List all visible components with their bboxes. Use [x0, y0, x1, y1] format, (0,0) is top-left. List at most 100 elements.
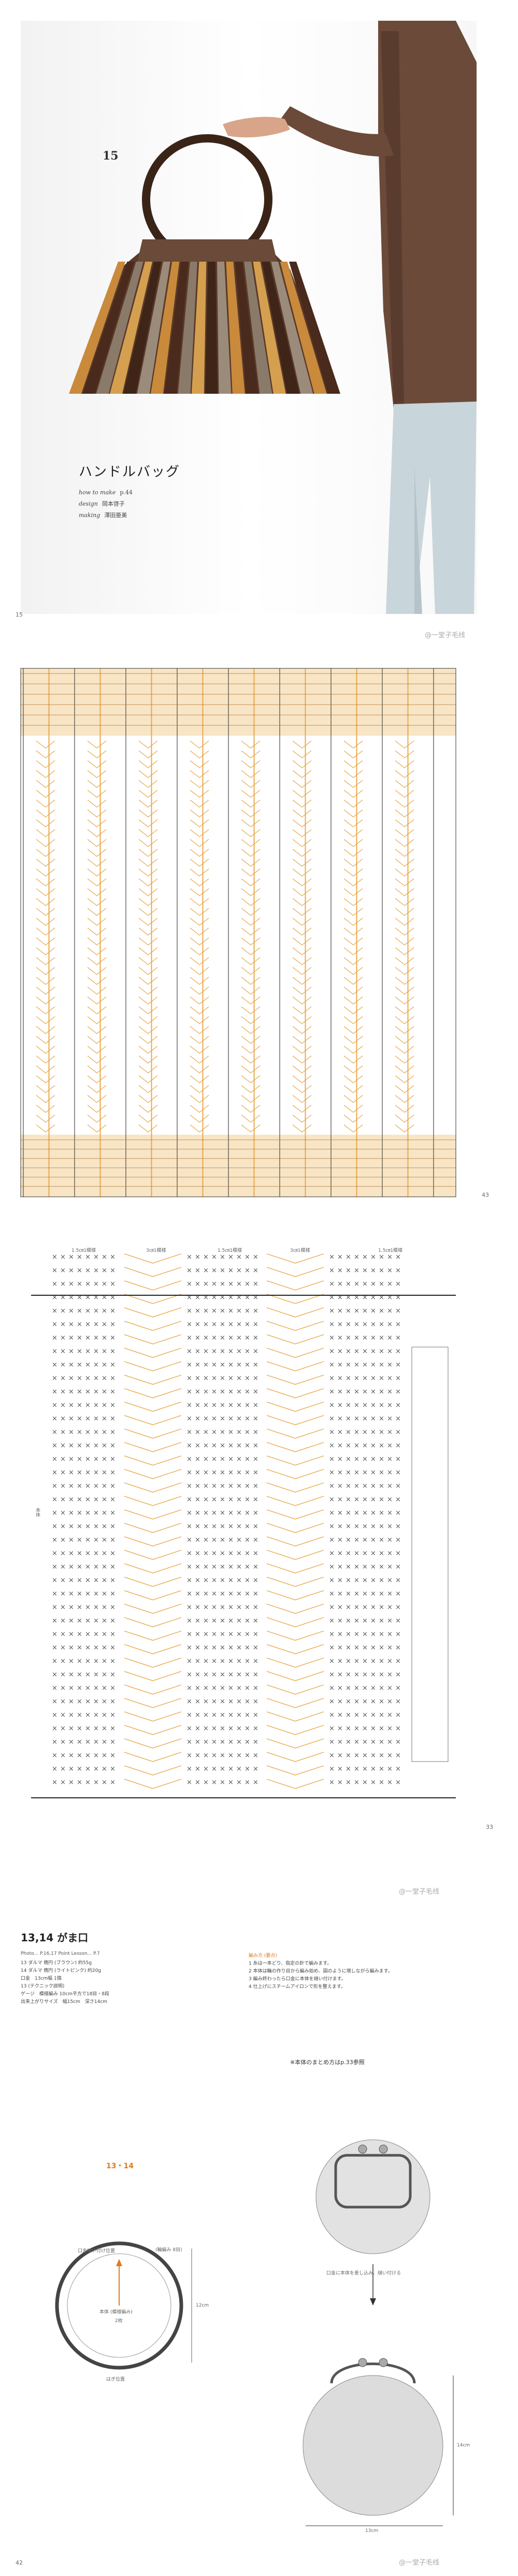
chart-x-stitch: ×: [337, 1428, 343, 1436]
chart-x-stitch: ×: [354, 1711, 359, 1719]
chart-v-stitch: [343, 888, 363, 896]
chart-x-stitch: ×: [370, 1469, 376, 1477]
chart-x-stitch: ×: [253, 1348, 258, 1355]
chart-v-stitch: [36, 1114, 55, 1123]
chart-x-stitch: ×: [379, 1738, 384, 1746]
chart-x-stitch: ×: [68, 1523, 74, 1530]
chart-x-stitch: ×: [329, 1604, 335, 1611]
chart-x-stitch: ×: [203, 1348, 209, 1355]
chart-x-stitch: ×: [236, 1388, 242, 1396]
chart-v-stitch: [138, 799, 158, 808]
chart-x-stitch: ×: [362, 1253, 368, 1261]
chart-x-stitch: ×: [85, 1577, 91, 1584]
chart-v-stitch: [395, 878, 414, 886]
chart-x-stitch: ×: [354, 1536, 359, 1544]
chart-x-stitch: ×: [85, 1765, 91, 1773]
chart-v-stitch: [241, 790, 261, 798]
chart-v-stitch: [190, 839, 209, 847]
chart-x-stitch: ×: [68, 1684, 74, 1692]
chart-v-stitch: [266, 1469, 324, 1479]
chart-x-stitch: ×: [346, 1321, 351, 1328]
chart-x-stitch: ×: [236, 1361, 242, 1369]
chart-x-stitch: ×: [110, 1765, 116, 1773]
chart-x-stitch: ×: [362, 1671, 368, 1679]
chart-x-stitch: ×: [60, 1630, 66, 1638]
chart-v-stitch: [266, 1509, 324, 1520]
chart-v-stitch: [87, 819, 107, 827]
chart-x-stitch: ×: [52, 1671, 57, 1679]
chart-x-stitch: ×: [203, 1267, 209, 1275]
chart-x-stitch: ×: [354, 1779, 359, 1786]
chart-x-stitch: ×: [337, 1684, 343, 1692]
chart-x-stitch: ×: [395, 1752, 401, 1759]
chart-x-stitch: ×: [60, 1752, 66, 1759]
chart-x-stitch: ×: [253, 1375, 258, 1382]
chart-v-stitch: [241, 878, 261, 886]
chart-x-stitch: ×: [60, 1348, 66, 1355]
chart-x-stitch: ×: [236, 1604, 242, 1611]
chart-x-stitch: ×: [60, 1765, 66, 1773]
chart-x-stitch: ×: [228, 1752, 234, 1759]
chart-x-stitch: ×: [186, 1334, 192, 1342]
chart-v-stitch: [395, 750, 414, 759]
chart-v-stitch: [395, 819, 414, 827]
chart-x-stitch: ×: [186, 1361, 192, 1369]
chart-x-stitch: ×: [93, 1496, 99, 1504]
chart-x-stitch: ×: [244, 1779, 250, 1786]
chart-x-stitch: ×: [236, 1684, 242, 1692]
chart-x-stitch: ×: [211, 1334, 217, 1342]
chart-x-stitch: ×: [337, 1765, 343, 1773]
chart-v-stitch: [343, 878, 363, 886]
chart-x-stitch: ×: [102, 1509, 107, 1517]
chart-x-stitch: ×: [387, 1630, 393, 1638]
chart-v-stitch: [190, 760, 209, 768]
pattern-number: 15: [103, 149, 119, 163]
chart-x-stitch: ×: [195, 1523, 200, 1530]
chart-x-stitch: ×: [370, 1657, 376, 1665]
bag-stripe: [178, 262, 197, 394]
chart-x-stitch: ×: [110, 1630, 116, 1638]
chart-x-stitch: ×: [211, 1644, 217, 1652]
chart-v-stitch: [36, 1095, 55, 1103]
chart-x-stitch: ×: [379, 1604, 384, 1611]
chart-x-stitch: ×: [337, 1752, 343, 1759]
chart-x-stitch: ×: [203, 1388, 209, 1396]
chart-x-stitch: ×: [244, 1698, 250, 1706]
chart-x-stitch: ×: [60, 1388, 66, 1396]
chart-x-stitch: ×: [370, 1321, 376, 1328]
chart-x-stitch: ×: [253, 1577, 258, 1584]
chart-x-stitch: ×: [85, 1536, 91, 1544]
chart-v-stitch: [87, 878, 107, 886]
chart-v-stitch: [343, 750, 363, 759]
chart-v-stitch: [190, 1114, 209, 1123]
chart-x-stitch: ×: [244, 1617, 250, 1625]
chart-v-stitch: [241, 799, 261, 808]
chart-x-stitch: ×: [354, 1590, 359, 1598]
chart-x-stitch: ×: [387, 1671, 393, 1679]
material-line: 13 ダルマ 楕円 (ブラウン) 約55g: [21, 1960, 92, 1966]
chart-v-stitch: [124, 1630, 182, 1641]
chart-v-stitch: [266, 1725, 324, 1735]
chart-v-stitch: [395, 790, 414, 798]
chart-x-stitch: ×: [346, 1469, 351, 1477]
chart-x-stitch: ×: [102, 1711, 107, 1719]
chart-x-stitch: ×: [236, 1509, 242, 1517]
chart-x-stitch: ×: [60, 1280, 66, 1288]
chart-x-stitch: ×: [329, 1765, 335, 1773]
chart-x-stitch: ×: [68, 1711, 74, 1719]
chart-v-stitch: [241, 898, 261, 906]
chart-v-stitch: [343, 1006, 363, 1014]
chart-x-stitch: ×: [195, 1496, 200, 1504]
chart-x-stitch: ×: [354, 1752, 359, 1759]
chart-x-stitch: ×: [195, 1738, 200, 1746]
chart-x-stitch: ×: [395, 1684, 401, 1692]
chart-x-stitch: ×: [244, 1590, 250, 1598]
chart-x-stitch: ×: [362, 1711, 368, 1719]
chart-v-stitch: [87, 839, 107, 847]
chart-x-stitch: ×: [244, 1388, 250, 1396]
chart-x-stitch: ×: [211, 1779, 217, 1786]
chart-x-stitch: ×: [236, 1469, 242, 1477]
chart-x-stitch: ×: [337, 1442, 343, 1450]
chart-v-stitch: [343, 849, 363, 857]
chart-x-stitch: ×: [203, 1455, 209, 1463]
